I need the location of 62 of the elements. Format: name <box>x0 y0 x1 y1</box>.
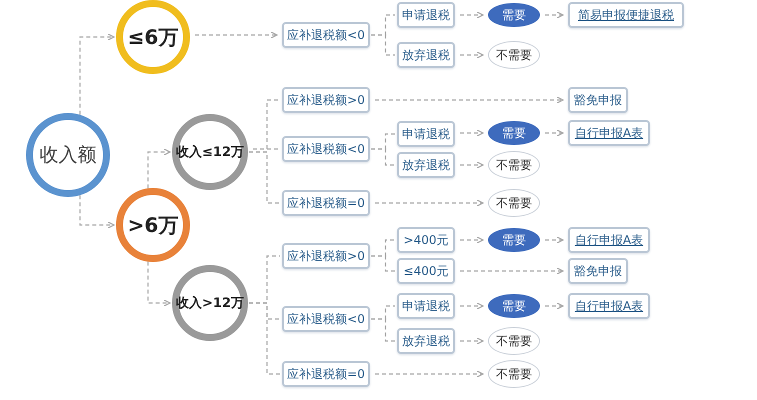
connector-line <box>371 255 395 272</box>
circle-node: ≤6万 <box>116 0 190 74</box>
condition-box: >400元 <box>397 227 455 253</box>
condition-box: 豁免申报 <box>568 258 628 284</box>
arrow <box>195 31 278 39</box>
arrow <box>147 262 171 307</box>
arrow <box>460 302 484 310</box>
circle-node: >6万 <box>116 188 190 262</box>
connector-line <box>249 151 280 204</box>
condition-box: 自行申报A表 <box>568 227 650 253</box>
connector-line <box>371 318 395 342</box>
arrow <box>460 267 564 275</box>
circle-node: 收入≤12万 <box>172 114 248 190</box>
arrow <box>460 236 484 244</box>
result-oval: 需要 <box>488 228 540 252</box>
condition-box: 应补退税额>0 <box>282 87 370 113</box>
arrow <box>460 11 484 19</box>
arrow <box>375 199 484 207</box>
condition-box: 应补退税额>0 <box>282 243 370 269</box>
connector-line <box>371 148 395 166</box>
result-oval: 不需要 <box>488 189 540 217</box>
arrow <box>147 148 171 188</box>
arrow <box>460 51 484 59</box>
arrow <box>79 33 115 115</box>
condition-box: 豁免申报 <box>568 87 628 113</box>
arrow <box>460 129 484 137</box>
result-oval: 需要 <box>488 121 540 145</box>
condition-box: 应补退税额<0 <box>282 136 370 162</box>
condition-box: 应补退税额<0 <box>282 22 370 48</box>
condition-box: 应补退税额=0 <box>282 190 370 216</box>
arrow <box>545 129 564 137</box>
condition-box: 放弃退税 <box>397 42 455 68</box>
condition-box: 申请退税 <box>397 2 455 28</box>
result-oval: 不需要 <box>488 151 540 179</box>
circle-node: 收入>12万 <box>172 265 248 341</box>
connector-line <box>253 148 278 150</box>
arrow <box>79 195 115 229</box>
result-oval: 不需要 <box>488 41 540 69</box>
arrow <box>460 161 484 169</box>
result-oval: 不需要 <box>488 327 540 355</box>
arrow <box>375 96 564 104</box>
condition-box: 自行申报A表 <box>568 120 650 146</box>
arrow <box>545 302 564 310</box>
condition-box: 应补退税额<0 <box>282 306 370 332</box>
condition-box: 申请退税 <box>397 121 455 147</box>
arrow <box>460 337 484 345</box>
condition-box: ≤400元 <box>397 258 455 284</box>
arrow <box>545 236 564 244</box>
circle-node: 收入额 <box>26 113 110 197</box>
condition-box: 放弃退税 <box>397 328 455 354</box>
condition-box: 申请退税 <box>397 293 455 319</box>
arrow <box>375 370 484 378</box>
condition-box: 简易申报便捷退税 <box>568 2 684 28</box>
arrow <box>545 11 564 19</box>
result-oval: 需要 <box>488 3 540 27</box>
connector-line <box>371 34 395 56</box>
result-oval: 需要 <box>488 294 540 318</box>
condition-box: 应补退税额=0 <box>282 361 370 387</box>
connector-line <box>249 302 280 375</box>
condition-box: 放弃退税 <box>397 152 455 178</box>
condition-box: 自行申报A表 <box>568 293 650 319</box>
result-oval: 不需要 <box>488 360 540 388</box>
